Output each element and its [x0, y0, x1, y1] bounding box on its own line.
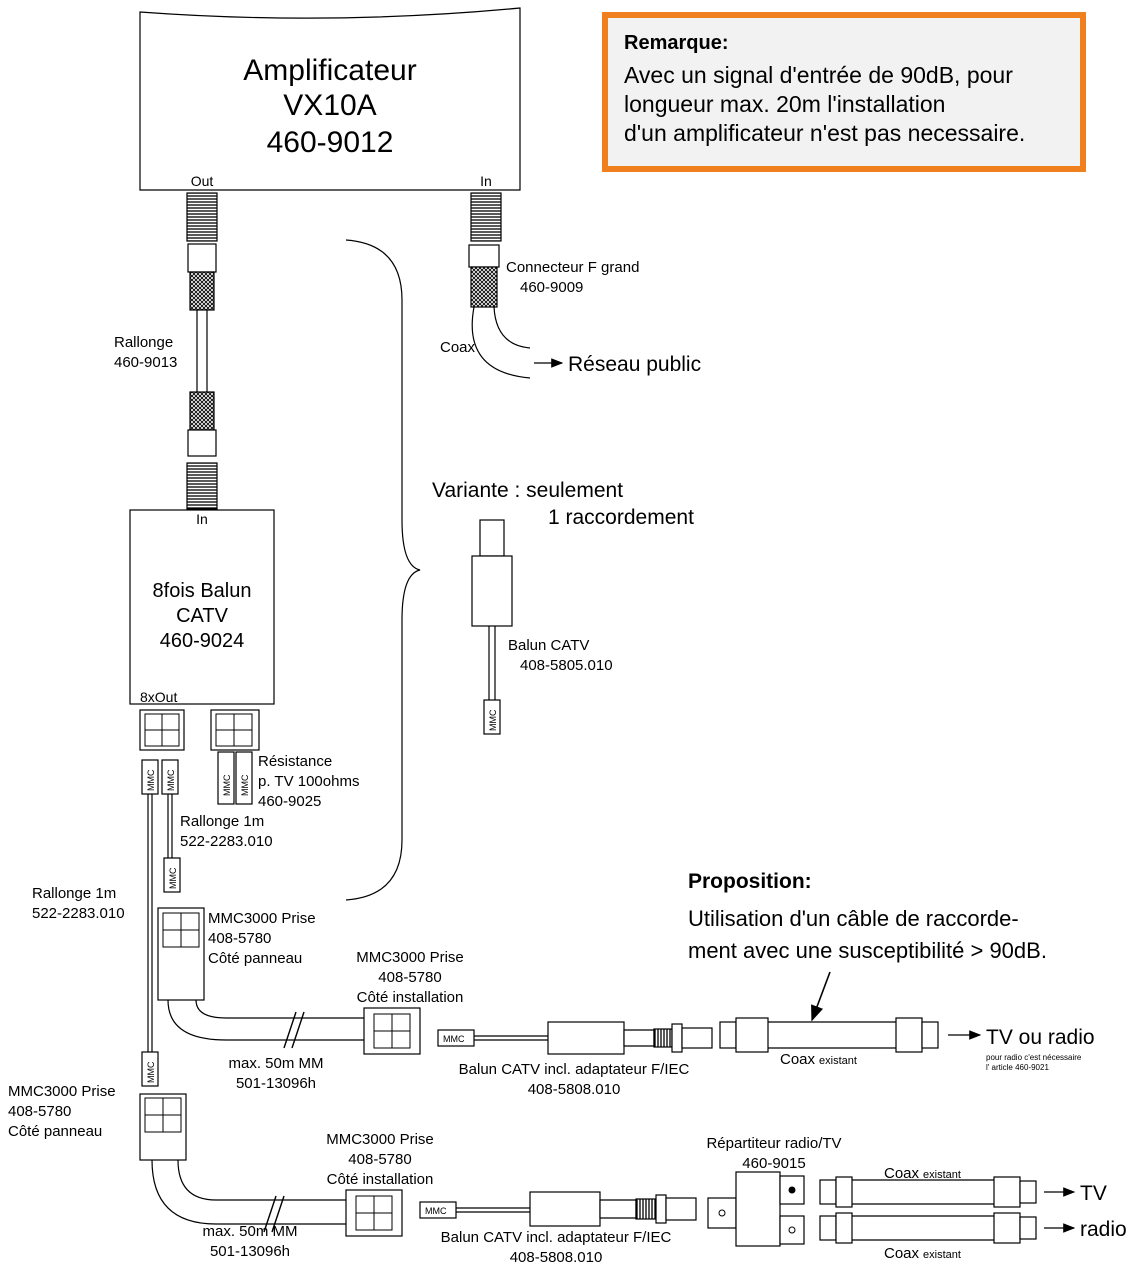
splitter-box	[735, 1171, 781, 1247]
resistance-number: 460-9025	[258, 793, 321, 810]
splitter-number: 460-9015	[742, 1155, 805, 1172]
balun8-box	[129, 509, 275, 705]
amplifier-number: 460-9012	[267, 126, 394, 159]
install-prise-2-number: 408-5780	[348, 1151, 411, 1168]
extension-label: Rallonge	[114, 334, 173, 351]
panel-prise-1-number: 408-5780	[208, 930, 271, 947]
cable-2-label: max. 50m MM	[202, 1223, 297, 1240]
mmc-plug-h1: MMC	[443, 1034, 465, 1044]
balun8-type: CATV	[176, 605, 229, 627]
install-prise-2-label: MMC3000 Prise	[326, 1131, 434, 1148]
balun8-in-port	[186, 462, 218, 510]
resistance-sub: p. TV 100ohms	[258, 773, 359, 790]
mmc-plug-h2: MMC	[425, 1206, 447, 1216]
panel-prise-2-side: Côté panneau	[8, 1123, 102, 1140]
amplifier-model: VX10A	[283, 89, 376, 122]
rallonge-b-number: 522-2283.010	[32, 905, 125, 922]
mmc-plug-2: MMC	[166, 769, 176, 791]
panel-prise-2-number: 408-5780	[8, 1103, 71, 1120]
proposition-line2: ment avec une susceptibilité > 90dB.	[688, 938, 1047, 963]
cable-2-number: 501-13096h	[210, 1243, 290, 1260]
balun-catv-label: Balun CATV	[508, 637, 589, 654]
cable-1-label: max. 50m MM	[228, 1055, 323, 1072]
public-network-coax	[471, 306, 531, 379]
amp-in-label: In	[480, 173, 492, 189]
remark-line-1: Avec un signal d'entrée de 90dB, pour	[624, 62, 1013, 88]
panel-prise-1-side: Côté panneau	[208, 950, 302, 967]
rallonge-a-label: Rallonge 1m	[180, 813, 264, 830]
amp-out-label: Out	[191, 173, 214, 189]
connector-number: 460-9009	[520, 279, 583, 296]
grouping-brace	[345, 239, 421, 901]
radio-label: radio	[1080, 1218, 1127, 1241]
balun8-out-label: 8xOut	[140, 689, 177, 705]
install-prise-1-number: 408-5780	[378, 969, 441, 986]
install-prise-2-side: Côté installation	[327, 1171, 434, 1188]
remark-box: Remarque: Avec un signal d'entrée de 90d…	[602, 12, 1086, 172]
amplifier-name: Amplificateur	[243, 54, 416, 87]
mmc-plug-6: MMC	[146, 1061, 156, 1083]
amplifier-box	[139, 7, 521, 191]
install-prise-1-label: MMC3000 Prise	[356, 949, 464, 966]
radio-note-2: l' article 460-9021	[986, 1063, 1049, 1072]
remark-line-2: longueur max. 20m l'installation	[624, 91, 946, 117]
radio-note-1: pour radio c'est nécessaire	[986, 1053, 1082, 1062]
balun-catv-number: 408-5805.010	[520, 657, 613, 674]
proposition-line1: Utilisation d'un câble de raccorde-	[688, 906, 1019, 931]
mmc-plug-5: MMC	[168, 867, 178, 889]
panel-prise-2-label: MMC3000 Prise	[8, 1083, 116, 1100]
variant-sublabel: 1 raccordement	[548, 506, 694, 529]
rallonge-b-label: Rallonge 1m	[32, 885, 116, 902]
tv-radio-label: TV ou radio	[986, 1026, 1095, 1049]
balun-adapter-1-label: Balun CATV incl. adaptateur F/IEC	[459, 1061, 690, 1078]
balun8-number: 460-9024	[160, 630, 245, 652]
variant-label: Variante : seulement	[432, 479, 623, 502]
balun8-in-label: In	[196, 511, 208, 527]
balun-adapter-2-number: 408-5808.010	[510, 1249, 603, 1265]
connector-label: Connecteur F grand	[506, 259, 639, 276]
mmc-plug-1: MMC	[146, 769, 156, 791]
rallonge-a-number: 522-2283.010	[180, 833, 273, 850]
balun-adapter-2-label: Balun CATV incl. adaptateur F/IEC	[441, 1229, 672, 1246]
amp-in-port	[470, 192, 502, 242]
splitter-label: Répartiteur radio/TV	[706, 1135, 841, 1152]
public-network-label: Réseau public	[568, 353, 701, 376]
amp-out-port	[186, 192, 218, 242]
cable-1-number: 501-13096h	[236, 1075, 316, 1092]
coax-label: Coax	[440, 339, 476, 356]
remark-title: Remarque:	[624, 32, 729, 54]
proposition-title: Proposition:	[688, 870, 812, 893]
mmc-plug-4: MMC	[240, 774, 250, 796]
resistance-label: Résistance	[258, 753, 332, 770]
tv-label: TV	[1080, 1182, 1107, 1205]
extension-number: 460-9013	[114, 354, 177, 371]
install-prise-1-side: Côté installation	[357, 989, 464, 1006]
mmc-plug-3: MMC	[222, 774, 232, 796]
balun-adapter-1-number: 408-5808.010	[528, 1081, 621, 1098]
balun8-name: 8fois Balun	[153, 580, 252, 602]
mmc-plug-variant: MMC	[488, 709, 498, 731]
panel-prise-1-label: MMC3000 Prise	[208, 910, 316, 927]
remark-line-3: d'un amplificateur n'est pas necessaire.	[624, 120, 1026, 146]
